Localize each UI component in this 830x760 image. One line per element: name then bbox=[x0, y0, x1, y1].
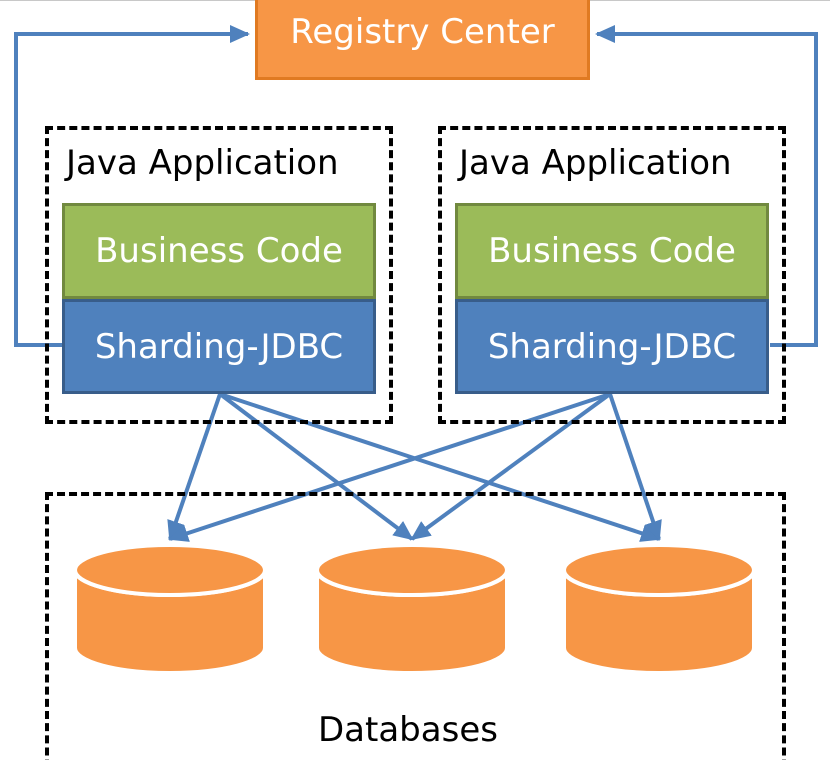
sharding-jdbc-box-left: Sharding-JDBC bbox=[62, 299, 376, 394]
registry-center-box: Registry Center bbox=[255, 0, 590, 80]
business-code-box-left: Business Code bbox=[62, 203, 376, 299]
sharding-jdbc-label-right: Sharding-JDBC bbox=[487, 326, 737, 367]
database-cylinder-1 bbox=[73, 543, 267, 675]
database-cylinders bbox=[73, 543, 756, 675]
arrow-app2-to-db3 bbox=[608, 393, 662, 541]
databases-label: Databases bbox=[318, 710, 498, 750]
java-application-container-right bbox=[438, 126, 786, 424]
java-application-title-right: Java Application bbox=[459, 143, 732, 183]
database-cylinder-3 bbox=[562, 543, 756, 675]
arrow-app2-to-db1 bbox=[168, 392, 611, 542]
arrow-app1-to-db3 bbox=[219, 392, 661, 542]
arrow-app2-to-db2 bbox=[410, 392, 612, 541]
right-registration-arrow bbox=[595, 25, 818, 347]
java-application-title-left: Java Application bbox=[66, 143, 339, 183]
sharding-jdbc-box-right: Sharding-JDBC bbox=[455, 299, 769, 394]
registry-center-label: Registry Center bbox=[290, 12, 555, 52]
arrow-app1-to-db2 bbox=[218, 392, 414, 541]
left-registration-arrow bbox=[14, 25, 250, 347]
java-application-container-left bbox=[45, 126, 393, 424]
business-code-box-right: Business Code bbox=[455, 203, 769, 299]
business-code-label-right: Business Code bbox=[488, 231, 736, 271]
sharding-jdbc-label-left: Sharding-JDBC bbox=[94, 326, 344, 367]
databases-container bbox=[45, 492, 786, 760]
arrow-app1-to-db1 bbox=[167, 393, 222, 541]
database-cylinder-2 bbox=[315, 543, 509, 675]
business-code-label-left: Business Code bbox=[95, 231, 343, 271]
sharding-to-database-arrows bbox=[167, 392, 662, 542]
